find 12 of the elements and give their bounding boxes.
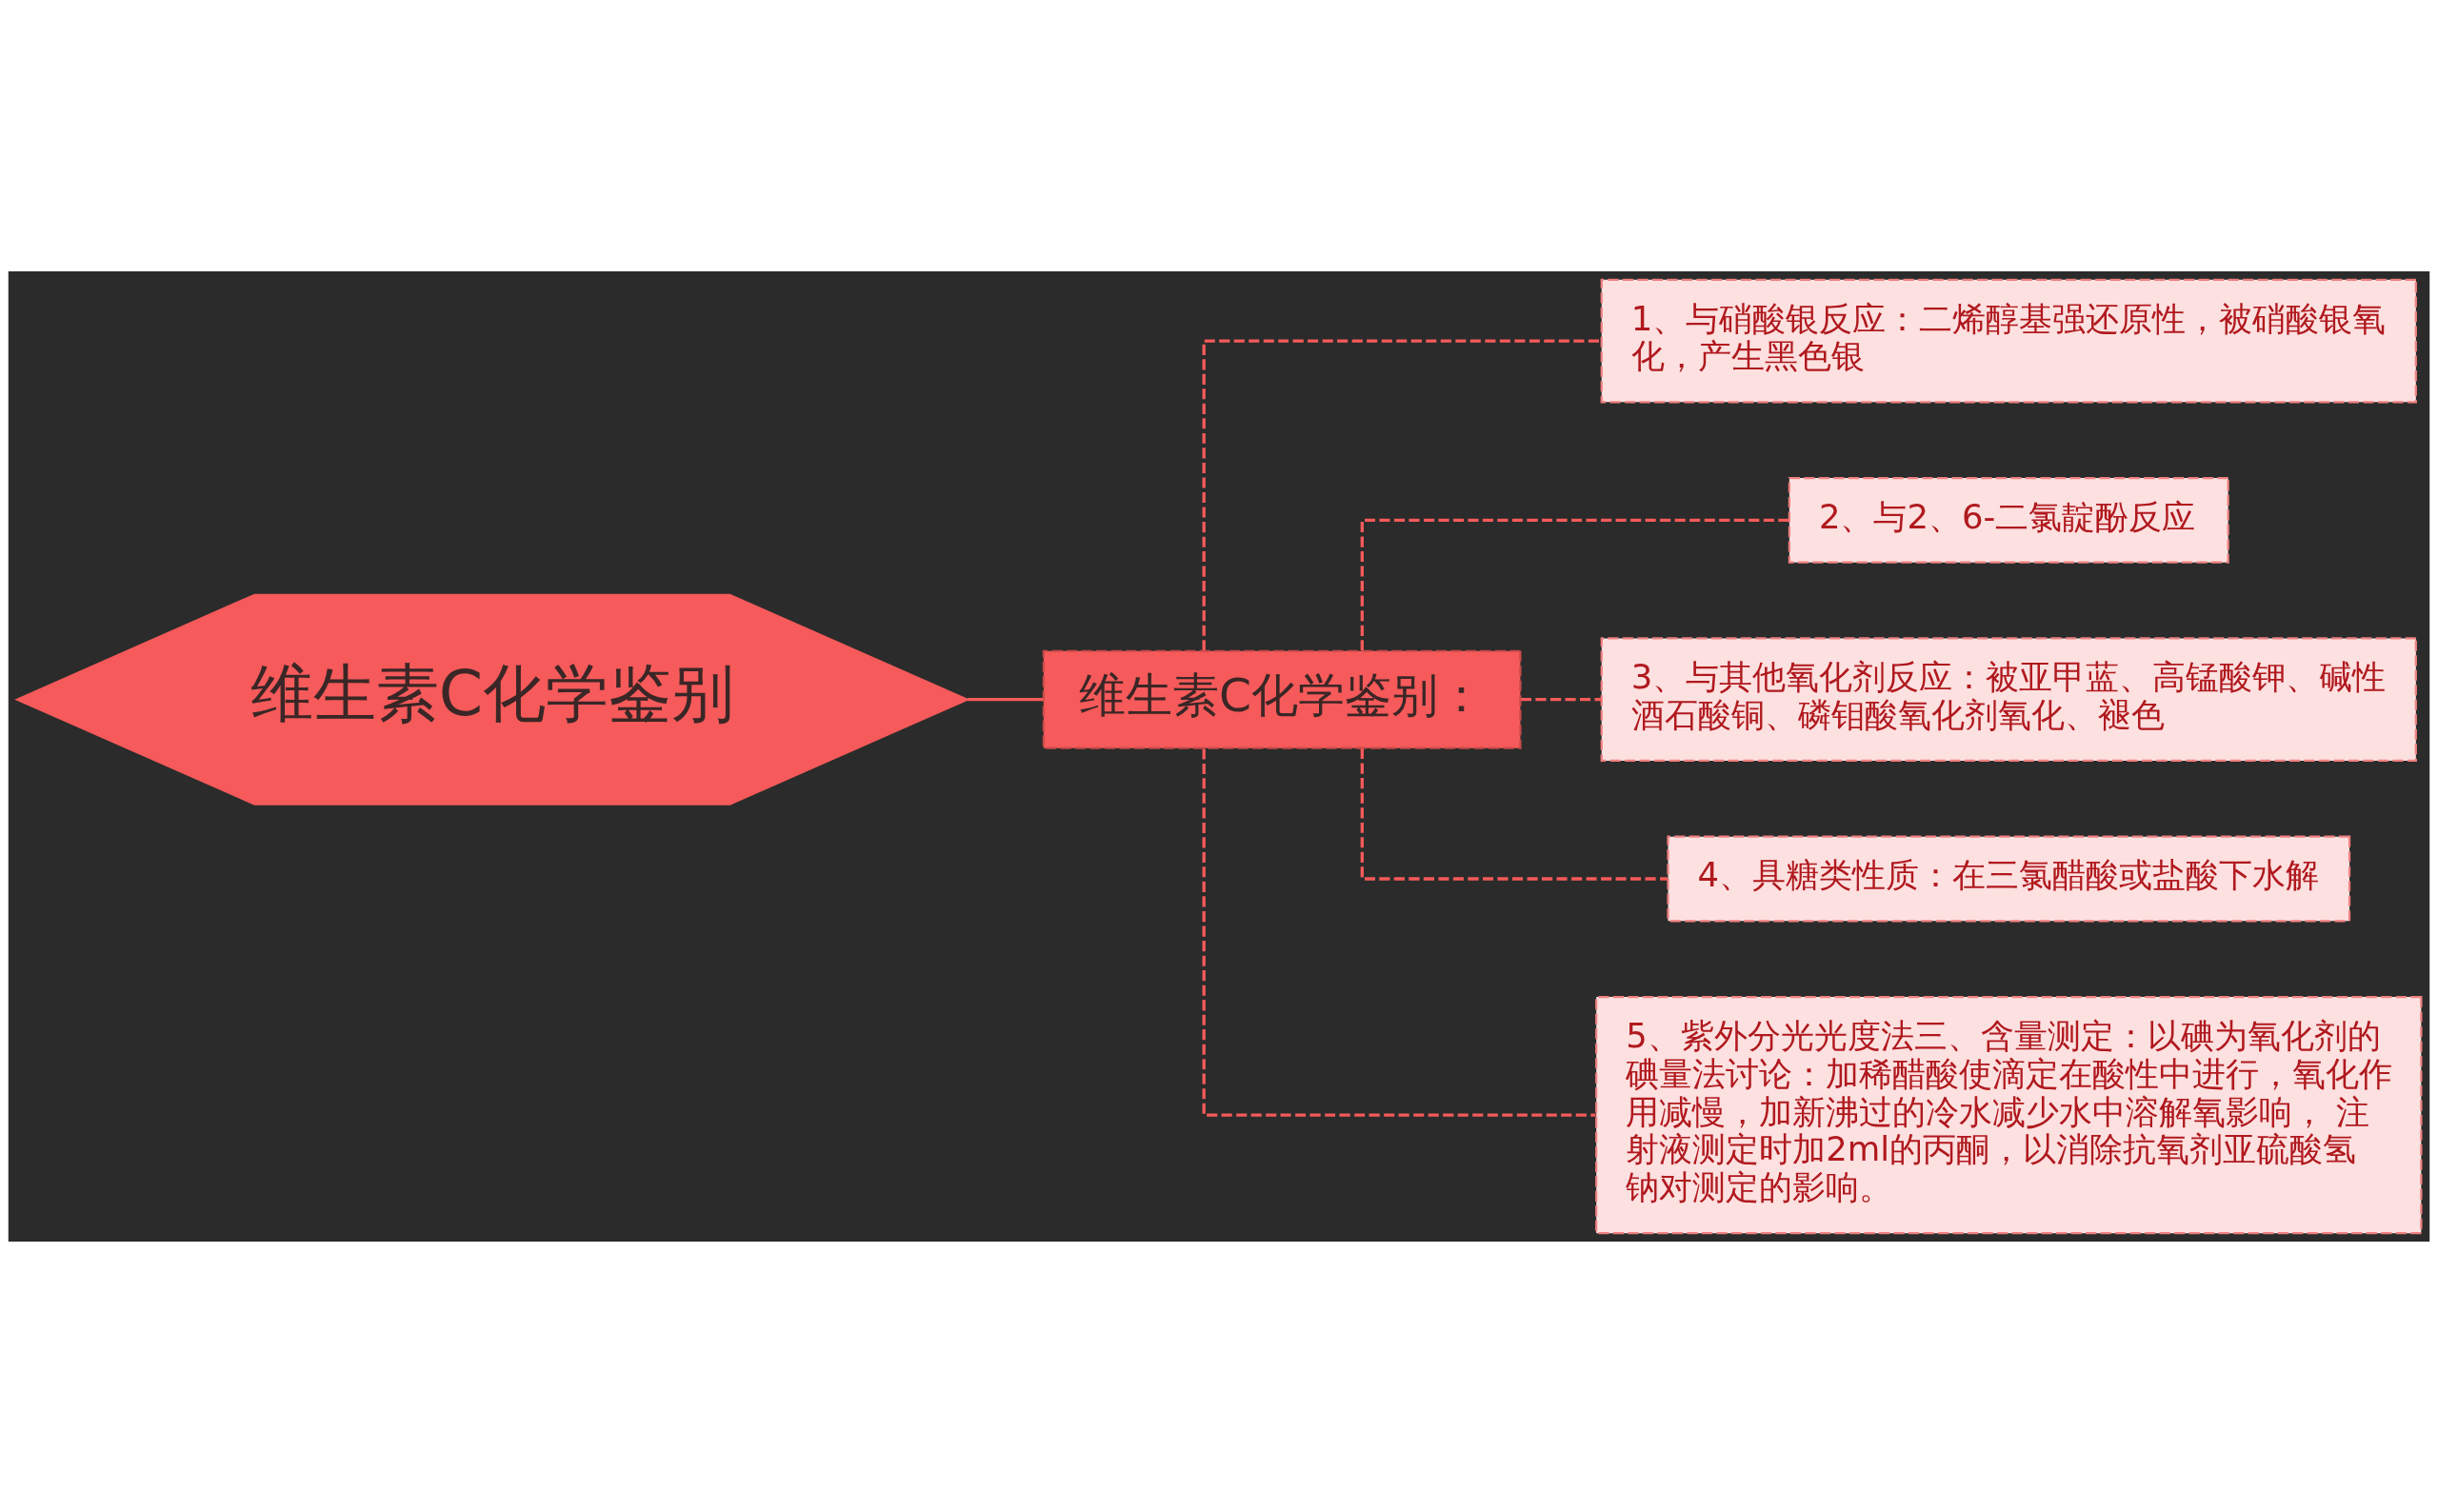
node-box: 2、与2、6-二氯靛酚反应 [1788, 476, 2229, 564]
connector [1360, 518, 1789, 650]
connector [1360, 747, 1668, 881]
node-box: 5、紫外分光光度法三、含量测定：以碘为氧化剂的碘量法讨论：加稀醋酸使滴定在酸性中进行，氧化作用减慢，加新沸过的冷水减少水中溶解氧影响， 注射液测定时加2ml的丙酮，以消除抗氧剂亚硫酸氢钠对测定的影响。 [1595, 995, 2423, 1234]
node-box: 维生素C化学鉴别： [1042, 649, 1522, 749]
connector [1521, 697, 1602, 701]
connector [968, 697, 1044, 701]
connector [1202, 747, 1596, 1117]
connector [1202, 338, 1602, 650]
node-box: 1、与硝酸银反应：二烯醇基强还原性，被硝酸银氧化，产生黑色银 [1600, 278, 2417, 403]
node-box: 3、与其他氧化剂反应：被亚甲蓝、高锰酸钾、碱性酒石酸铜、磷钼酸氧化剂氧化、褪色 [1600, 636, 2417, 762]
node-box: 4、具糖类性质：在三氯醋酸或盐酸下水解 [1667, 835, 2351, 922]
